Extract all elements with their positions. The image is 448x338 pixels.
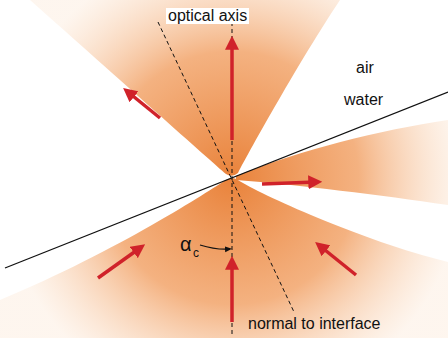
medium-label: air xyxy=(356,60,374,76)
angle-symbol: α xyxy=(180,234,192,254)
normal-line xyxy=(158,22,294,312)
angle-arc xyxy=(200,245,230,249)
incident-beam xyxy=(0,178,448,338)
transmitted-beam xyxy=(30,0,340,176)
optical-axis xyxy=(232,22,233,336)
medium-label: water xyxy=(344,92,383,108)
axis-label: optical axis xyxy=(166,8,249,24)
ray-arrows xyxy=(98,42,356,322)
grazing-beam xyxy=(236,120,448,205)
normal-label: normal to interface xyxy=(248,316,381,332)
angle-subscript: c xyxy=(193,247,199,259)
interface-line xyxy=(5,92,448,268)
